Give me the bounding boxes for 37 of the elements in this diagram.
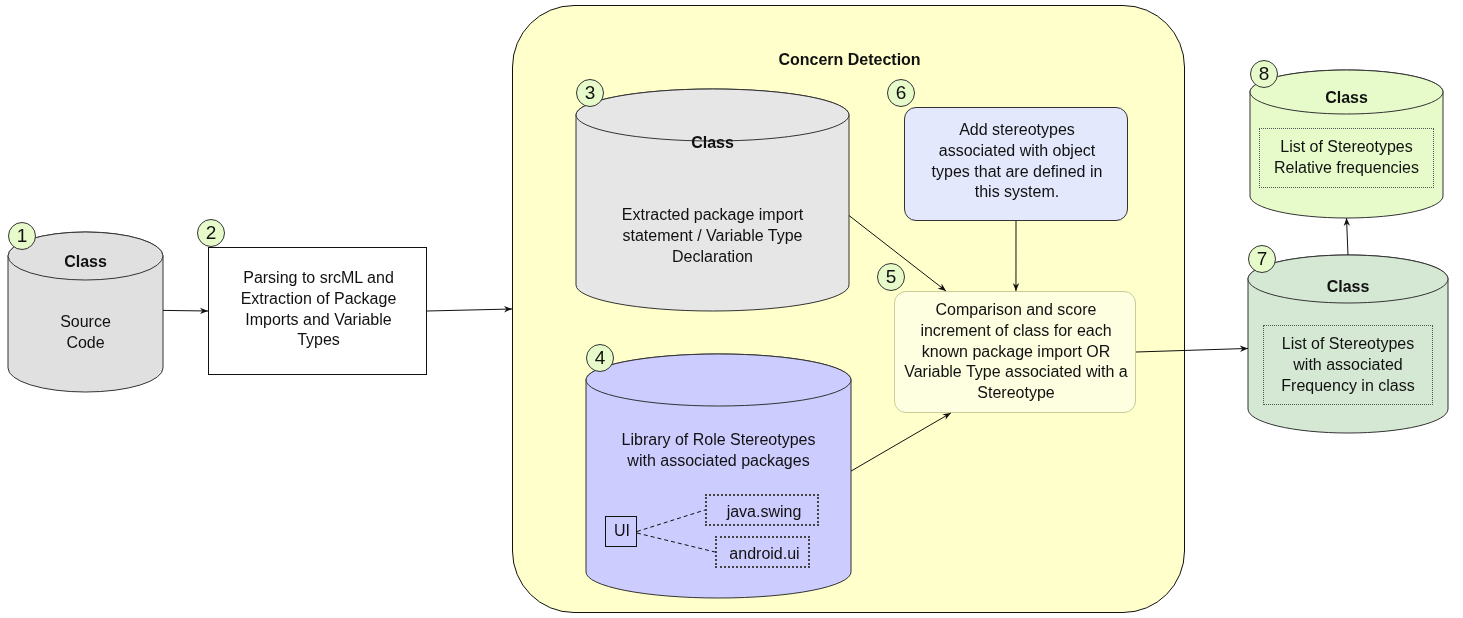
cylinder-heading: Class [1325,277,1371,297]
arrow [1012,220,1020,292]
cylinder-label: List of Stereotypes with associated Frequency in class [1263,325,1433,406]
package-label: UI [613,521,631,541]
process-label: Comparison and score increment of class for each known package import OR Variable Type associated with a Stereotype [903,300,1129,404]
cylinder-label: Source Code [59,312,112,353]
step-number: 5 [877,263,905,291]
package-label: java.swing [725,502,803,522]
cylinder-label: List of Stereotypes Relative frequencies [1259,128,1434,188]
cylinder-label: Library of Role Stereotypes with associated packages [620,430,817,471]
dashed-connector [636,509,706,532]
arrow [850,412,952,472]
cylinder-heading: Class [63,252,108,272]
arrow [1343,217,1350,256]
cylinder-heading: Class [690,133,735,153]
arrow [162,307,209,315]
package-box [705,494,819,526]
cylinder-heading: Class [1324,88,1369,108]
step-number: 3 [576,79,604,107]
step-number: 7 [1248,245,1276,273]
step-number: 2 [197,219,225,247]
step-number: 6 [887,79,915,107]
arrow [426,306,513,313]
group-title: Concern Detection [777,50,922,70]
cylinder-label: Extracted package import statement / Variable Type Declaration [620,205,805,267]
stereotype-box [605,516,637,547]
process-label: Parsing to srcML and Extraction of Package Imports and Variable Types [239,268,398,351]
dashed-connector [636,532,716,553]
package-box [715,536,810,568]
arrow [848,215,947,292]
process-label: Add stereotypes associated with object types that are defined in this system. [930,120,1104,203]
step-number: 8 [1250,60,1278,88]
arrow [1135,345,1249,353]
step-number: 4 [586,344,614,372]
package-label: android.ui [728,544,801,564]
group-container [512,5,1185,613]
step-number: 1 [8,222,36,250]
